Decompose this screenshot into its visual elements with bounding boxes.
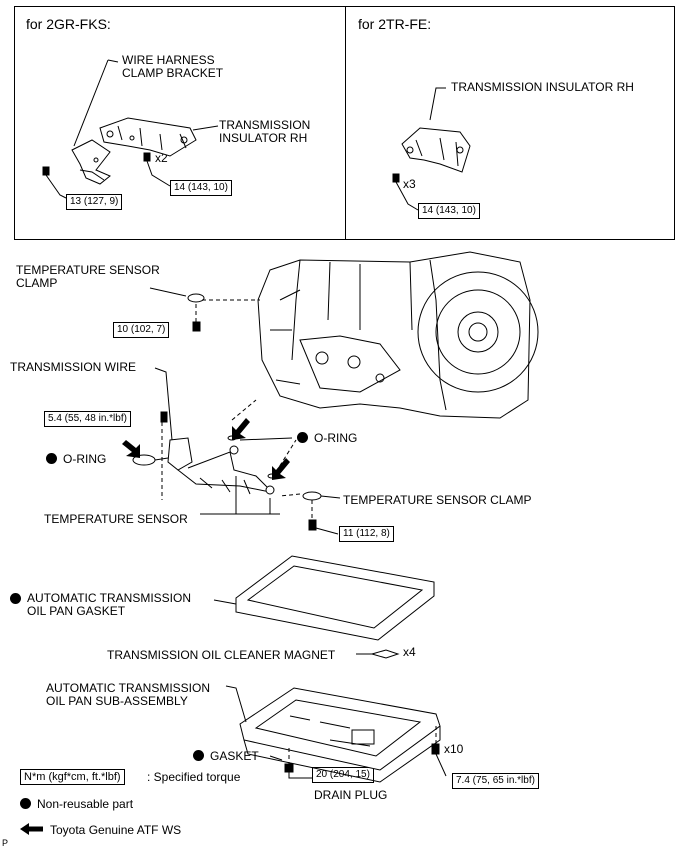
label-o-ring-left: O-RING — [46, 453, 106, 466]
insulator-2tr-illustration — [392, 87, 471, 211]
nonreusable-dot-icon — [46, 453, 57, 464]
nonreusable-dot-icon — [193, 750, 204, 761]
label-wire-harness-clamp-bracket: WIRE HARNESS CLAMP BRACKET — [122, 53, 224, 80]
transmission-case-illustration — [257, 251, 539, 419]
legend-atf-text: Toyota Genuine ATF WS — [50, 823, 182, 837]
qty-x4: x4 — [403, 645, 416, 659]
panel-title-2tr-fe: for 2TR-FE: — [358, 16, 432, 32]
label-temperature-sensor: TEMPERATURE SENSOR — [44, 512, 188, 526]
top-panels-frame — [14, 6, 675, 240]
oil-pan-illustration — [225, 685, 447, 783]
qty-x10: x10 — [444, 742, 464, 756]
nonreusable-dot-icon — [10, 593, 21, 604]
legend-torque-desc: : Specified torque — [147, 770, 241, 784]
nonreusable-dot-icon — [297, 432, 308, 443]
label-transmission-wire: TRANSMISSION WIRE — [10, 360, 137, 374]
legend-nonreusable: Non-reusable part — [20, 798, 133, 811]
qty-x3: x3 — [403, 177, 416, 191]
label-temperature-sensor-clamp-right: TEMPERATURE SENSOR CLAMP — [343, 493, 532, 507]
corner-mark: P — [2, 838, 9, 848]
atf-arrow-icon — [20, 823, 43, 835]
label-transmission-insulator-rh-2gr: TRANSMISSION INSULATOR RH — [219, 118, 311, 145]
label-oil-cleaner-magnet: TRANSMISSION OIL CLEANER MAGNET — [107, 648, 336, 662]
o-ring-left-text: O-RING — [63, 452, 107, 466]
torque-box-7-4: 7.4 (75, 65 in.*lbf) — [452, 773, 539, 789]
label-temperature-sensor-clamp-top: TEMPERATURE SENSOR CLAMP — [16, 263, 160, 290]
torque-box-11: 11 (112, 8) — [339, 526, 394, 542]
label-oil-pan-gasket: AUTOMATIC TRANSMISSION OIL PAN GASKET — [10, 592, 191, 618]
label-oil-pan-sub-assembly: AUTOMATIC TRANSMISSION OIL PAN SUB-ASSEM… — [46, 681, 211, 708]
torque-box-14-left: 14 (143, 10) — [170, 180, 232, 196]
legend-torque-unit: N*m (kgf*cm, ft.*lbf) — [20, 769, 125, 785]
torque-box-14-right: 14 (143, 10) — [418, 203, 480, 219]
temperature-sensor-clamp-right — [279, 491, 341, 535]
gasket-text: GASKET — [210, 749, 259, 763]
label-o-ring-right: O-RING — [297, 432, 357, 445]
legend-atf: Toyota Genuine ATF WS — [20, 823, 181, 837]
torque-box-13: 13 (127, 9) — [66, 194, 123, 210]
oil-pan-gasket-text: AUTOMATIC TRANSMISSION OIL PAN GASKET — [27, 591, 192, 618]
torque-box-5-4: 5.4 (55, 48 in.*lbf) — [44, 411, 131, 427]
label-transmission-insulator-rh-2tr: TRANSMISSION INSULATOR RH — [451, 80, 634, 94]
o-ring-right-text: O-RING — [314, 431, 358, 445]
legend-nonreusable-text: Non-reusable part — [37, 797, 134, 811]
temperature-sensor-clamp-top — [149, 287, 260, 332]
label-drain-plug: DRAIN PLUG — [314, 788, 388, 802]
insulator-2gr-illustration — [42, 59, 219, 199]
label-gasket: GASKET — [193, 750, 259, 763]
torque-box-10: 10 (102, 7) — [113, 322, 170, 338]
panel-divider — [345, 6, 346, 239]
panel-title-2gr-fks: for 2GR-FKS: — [26, 16, 111, 32]
atf-arrows — [122, 418, 290, 480]
transmission-wire-illustration — [132, 367, 297, 515]
magnet-illustration — [356, 649, 400, 659]
oil-pan-gasket-illustration — [213, 555, 435, 641]
nonreusable-dot-icon — [20, 798, 31, 809]
